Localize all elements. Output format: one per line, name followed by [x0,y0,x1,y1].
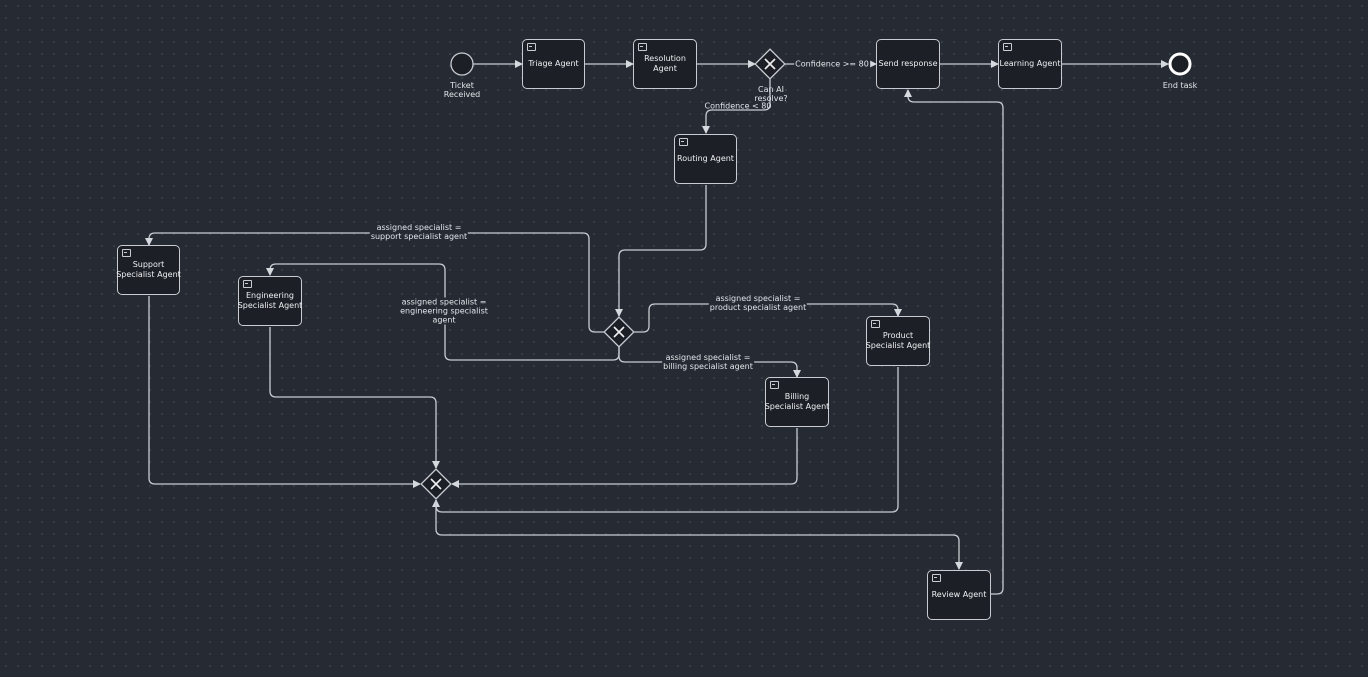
x-icon [613,326,625,338]
x-icon [430,478,442,490]
task-icon [871,320,880,328]
task-icon [1003,43,1012,51]
task-icon [679,138,688,146]
task-label: Resolution Agent [644,54,686,73]
task-triage-agent[interactable]: Triage Agent [522,39,585,89]
task-review-agent[interactable]: Review Agent [927,570,991,620]
task-billing-specialist-agent[interactable]: Billing Specialist Agent [765,377,829,427]
task-icon [770,381,779,389]
task-label: Review Agent [931,590,987,599]
flow-label-billing: assigned specialist = billing specialist… [662,353,754,371]
flow-support-to-merge [148,296,421,488]
start-event-circle [450,52,474,76]
end-event-label: End task [1162,81,1198,90]
gateway-resolve [754,48,786,80]
task-support-specialist-agent[interactable]: Support Specialist Agent [116,245,181,295]
task-label: Learning Agent [999,59,1061,68]
gateway-split [603,316,635,348]
task-label: Send response [878,59,938,68]
gateway-resolve-label: Can AI resolve? [754,85,788,103]
flow-label-product: assigned specialist = product specialist… [708,294,808,312]
gateway-merge [420,468,452,500]
task-send-response[interactable]: Send response [876,39,940,89]
flow-label-high-confidence: Confidence >= 80 [794,59,870,69]
task-label: Product Specialist Agent [865,331,931,350]
task-icon [638,43,647,51]
x-icon [764,58,776,70]
task-engineering-specialist-agent[interactable]: Engineering Specialist Agent [238,276,302,326]
task-label: Engineering Specialist Agent [237,291,303,310]
flow-merge-to-review [435,500,963,570]
task-product-specialist-agent[interactable]: Product Specialist Agent [866,316,930,366]
task-icon [243,280,252,288]
task-icon [527,43,536,51]
flow-label-low-confidence: Confidence < 80 [704,101,772,111]
task-label: Routing Agent [677,154,734,163]
flow-split-to-product [634,303,902,333]
flow-label-support: assigned specialist = support specialist… [369,223,469,241]
flow-routing-to-split [615,185,707,317]
task-icon [122,249,131,257]
flow-billing-to-merge [451,428,798,488]
task-label: Support Specialist Agent [116,260,181,279]
start-event-label: Ticket Received [443,81,481,99]
task-resolution-agent[interactable]: Resolution Agent [633,39,697,89]
end-event-circle [1168,52,1192,76]
flow-split-to-support [145,232,604,333]
task-label: Triage Agent [528,59,579,68]
flow-label-engineering: assigned specialist = engineering specia… [399,297,489,325]
flow-review-to-send [904,89,1004,595]
flow-gateway-to-routing [702,79,771,134]
flow-engineering-to-merge [269,327,440,469]
task-learning-agent[interactable]: Learning Agent [998,39,1062,89]
task-label: Billing Specialist Agent [764,392,830,411]
task-routing-agent[interactable]: Routing Agent [674,134,737,184]
task-icon [932,574,941,582]
